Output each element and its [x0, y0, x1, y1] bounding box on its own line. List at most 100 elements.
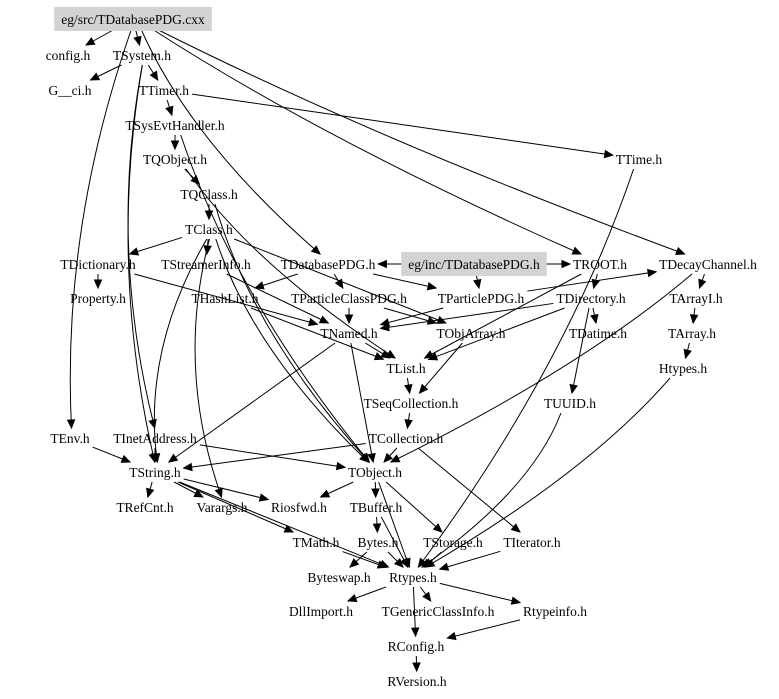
edge-line	[151, 28, 582, 255]
graph-node-tparticleclasspdg[interactable]: TParticleClassPDG.h	[291, 291, 407, 306]
graph-node-tcollection[interactable]: TCollection.h	[369, 431, 444, 446]
graph-node-tdirectory[interactable]: TDirectory.h	[556, 291, 625, 306]
graph-node-tstring[interactable]: TString.h	[129, 465, 181, 480]
graph-node-tbuffer[interactable]: TBuffer.h	[350, 500, 403, 515]
edge-tqobject-to-tqclass	[184, 168, 201, 185]
graph-node-rversion[interactable]: RVersion.h	[387, 674, 447, 689]
edge-line	[390, 273, 693, 463]
node-label: TQObject.h	[143, 152, 207, 167]
graph-node-varargs[interactable]: Varargs.h	[196, 500, 247, 515]
edge-tclass-to-tdictionary	[128, 236, 183, 256]
edge-tstring-to-trefcnt	[146, 481, 155, 499]
edge-tnamed-to-tlist	[365, 342, 391, 359]
graph-node-rtypeinfo[interactable]: Rtypeinfo.h	[523, 604, 587, 619]
graph-node-tsysevt[interactable]: TSysEvtHandler.h	[125, 118, 225, 133]
node-label: TObjArray.h	[437, 326, 506, 341]
edge-src-to-tsystem	[133, 28, 142, 47]
arrowhead-icon	[432, 523, 443, 533]
edge-inc-to-tdatabasepdg	[377, 259, 406, 269]
graph-node-tobject[interactable]: TObject.h	[348, 465, 402, 480]
graph-node-tdecaychannel[interactable]: TDecayChannel.h	[659, 257, 757, 272]
edge-line	[194, 238, 223, 498]
node-label: TClass.h	[185, 222, 233, 237]
edge-tdecaychannel-to-tobject	[389, 273, 693, 463]
arrowhead-icon	[446, 631, 457, 641]
graph-node-rtypes[interactable]: Rtypes.h	[389, 570, 437, 585]
edge-tnamed-to-tstring	[167, 342, 336, 463]
graph-node-tstorage[interactable]: TStorage.h	[423, 535, 483, 550]
graph-node-tseqcollection[interactable]: TSeqCollection.h	[364, 396, 459, 411]
edge-tcollection-to-tstring	[182, 442, 366, 472]
edge-tparticlepdg-to-tdecaychannel	[527, 268, 658, 292]
graph-node-tarray[interactable]: TArray.h	[668, 326, 716, 341]
graph-node-tgenericclassinfo[interactable]: TGenericClassInfo.h	[382, 604, 495, 619]
node-label: TDictionary.h	[60, 257, 135, 272]
edge-line	[447, 619, 521, 639]
edge-inc-to-tparticlepdg	[473, 273, 482, 290]
graph-node-byteswap[interactable]: Byteswap.h	[307, 570, 371, 585]
edge-tsystem-to-gci	[89, 64, 122, 81]
graph-node-tsystem[interactable]: TSystem.h	[113, 48, 171, 63]
graph-node-ttimer[interactable]: TTimer.h	[139, 83, 189, 98]
graph-node-tlist[interactable]: TList.h	[386, 361, 426, 376]
edge-bytes-to-byteswap	[349, 551, 368, 568]
arrowhead-icon	[148, 418, 157, 430]
graph-node-tstreamerinfo[interactable]: TStreamerInfo.h	[161, 257, 251, 272]
arrowhead-icon	[590, 313, 599, 325]
node-label: Rtypeinfo.h	[523, 604, 587, 619]
graph-node-dllimport[interactable]: DllImport.h	[289, 604, 353, 619]
graph-node-tnamed[interactable]: TNamed.h	[320, 326, 378, 341]
graph-node-bytes[interactable]: Bytes.h	[358, 535, 399, 550]
node-label: TEnv.h	[50, 431, 89, 446]
edge-line	[419, 342, 463, 394]
arrowhead-icon	[510, 596, 522, 605]
node-label: config.h	[46, 48, 91, 63]
arrowhead-icon	[698, 278, 707, 290]
graph-node-tqobject[interactable]: TQObject.h	[143, 152, 207, 167]
graph-node-rconfig[interactable]: RConfig.h	[388, 639, 445, 654]
graph-node-tarrayi[interactable]: TArrayI.h	[669, 291, 723, 306]
graph-node-htypes[interactable]: Htypes.h	[659, 361, 708, 376]
graph-node-tdatime[interactable]: TDatime.h	[569, 326, 627, 341]
arrowhead-icon	[349, 558, 360, 568]
node-label: TBuffer.h	[350, 500, 403, 515]
arrowhead-icon	[424, 559, 436, 568]
edge-src-to-troot	[151, 28, 583, 255]
nodes-layer: eg/src/TDatabasePDG.cxx config.h TSystem.h…	[46, 7, 757, 689]
graph-node-src[interactable]: eg/src/TDatabasePDG.cxx	[54, 7, 212, 31]
graph-node-inc[interactable]: eg/inc/TDatabasePDG.h	[401, 252, 547, 276]
edge-tdatabasepdg-to-tparticleclasspdg	[333, 273, 344, 290]
graph-node-tqclass[interactable]: TQClass.h	[180, 187, 238, 202]
node-label: TSystem.h	[113, 48, 171, 63]
graph-node-titerator[interactable]: TIterator.h	[503, 535, 561, 550]
graph-node-tdictionary[interactable]: TDictionary.h	[60, 257, 135, 272]
graph-node-gci[interactable]: G__ci.h	[48, 83, 91, 98]
graph-node-config[interactable]: config.h	[46, 48, 91, 63]
edge-htypes-to-rtypes	[424, 377, 671, 568]
edge-line	[226, 273, 329, 324]
graph-node-ttime[interactable]: TTime.h	[616, 152, 663, 167]
node-label: TList.h	[386, 361, 426, 376]
edge-tstring-to-riosfwd	[183, 478, 270, 502]
graph-node-tinetaddress[interactable]: TInetAddress.h	[113, 431, 197, 446]
edges-layer	[66, 28, 707, 673]
graph-node-tenv[interactable]: TEnv.h	[50, 431, 89, 446]
graph-node-thashlist[interactable]: THashList.h	[191, 291, 258, 306]
edge-line	[179, 481, 389, 568]
graph-node-tuuid[interactable]: TUUID.h	[544, 396, 596, 411]
edge-tbuffer-to-rtypes	[380, 516, 409, 569]
graph-node-tdatabasepdg[interactable]: TDatabasePDG.h	[281, 257, 376, 272]
graph-node-tmath[interactable]: TMath.h	[293, 535, 340, 550]
graph-node-property[interactable]: Property.h	[70, 291, 126, 306]
arrowhead-icon	[344, 314, 354, 325]
edge-line	[183, 442, 366, 469]
edge-inc-to-troot	[542, 259, 572, 269]
graph-node-tclass[interactable]: TClass.h	[185, 222, 233, 237]
graph-node-tparticlepdg[interactable]: TParticlePDG.h	[438, 291, 525, 306]
graph-node-troot[interactable]: TROOT.h	[573, 257, 627, 272]
node-label: eg/src/TDatabasePDG.cxx	[61, 12, 205, 27]
graph-node-tobjarray[interactable]: TObjArray.h	[437, 326, 506, 341]
node-label: TDirectory.h	[556, 291, 625, 306]
graph-node-riosfwd[interactable]: Riosfwd.h	[271, 500, 327, 515]
graph-node-trefcnt[interactable]: TRefCnt.h	[116, 500, 174, 515]
